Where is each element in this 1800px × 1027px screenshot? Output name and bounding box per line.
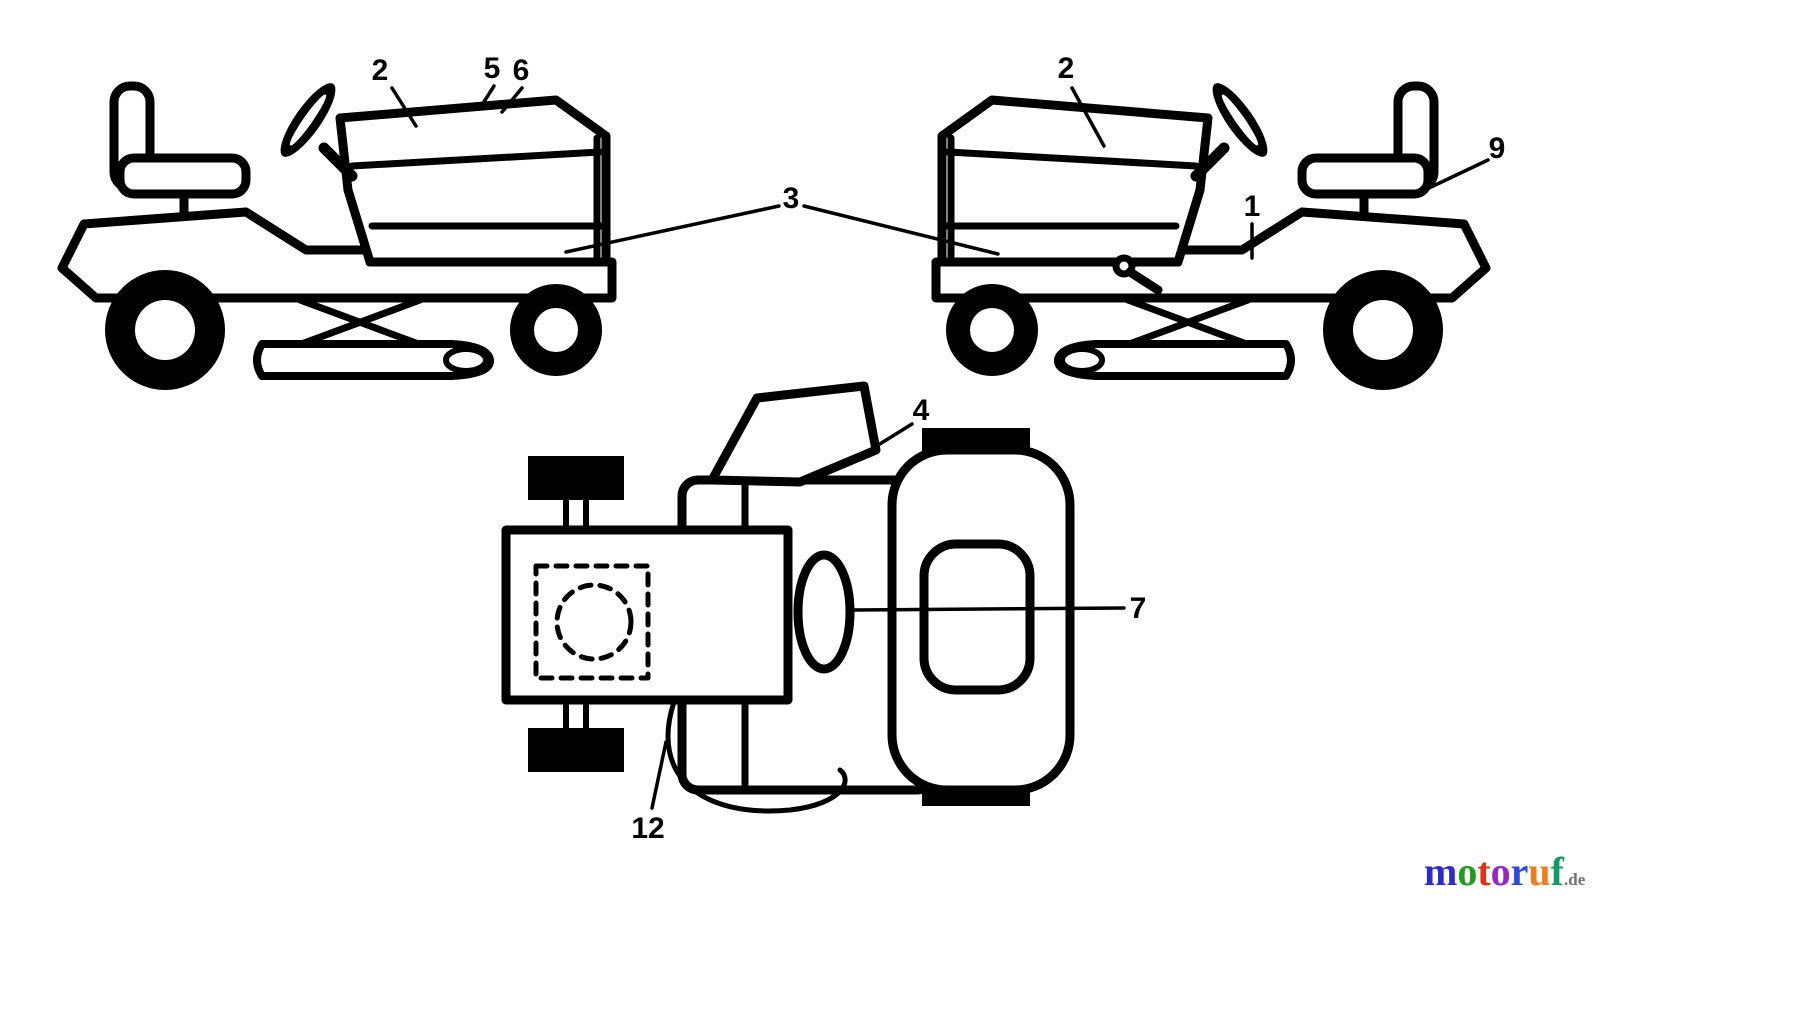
front-wheel-top (528, 456, 624, 500)
logo-letter: o (1490, 849, 1511, 894)
leader-7 (850, 606, 1126, 612)
tractor-right-side-view (936, 77, 1486, 390)
callout-9: 9 (1489, 132, 1506, 165)
leader-9 (1410, 158, 1490, 198)
ignition-key-shaft (1125, 267, 1163, 295)
leader-3-left (564, 204, 781, 254)
callout-4: 4 (913, 394, 930, 427)
tractor-top-view (501, 381, 1075, 814)
leader-5 (478, 84, 496, 110)
logo-letter: o (1457, 849, 1478, 894)
leader-4 (852, 422, 914, 462)
logo-letter: u (1528, 849, 1551, 894)
engine-pulley-dashed (554, 582, 634, 662)
logo-letter: f (1550, 849, 1564, 894)
callout-12: 12 (631, 812, 664, 845)
callout-7: 7 (1130, 592, 1147, 625)
callout-1: 1 (1244, 190, 1261, 223)
leader-3-right (802, 204, 1000, 256)
logo-letter: r (1510, 849, 1529, 894)
leader-2-right (1070, 86, 1106, 148)
front-wheel-bottom (528, 728, 624, 772)
motoruf-logo: motoruf.de (1424, 852, 1585, 892)
callout-6: 6 (513, 54, 530, 87)
engine-outline-dashed (533, 563, 651, 681)
seat-top-view (919, 539, 1035, 695)
steering-console-top-view (707, 381, 881, 487)
callout-2-right: 2 (1058, 52, 1075, 85)
tractor-left-side-view (62, 77, 612, 390)
cable-loop (665, 699, 848, 814)
logo-letter: t (1477, 849, 1491, 894)
tractor-right-details (1112, 254, 1163, 295)
callout-3: 3 (783, 182, 800, 215)
leader-12 (650, 740, 668, 810)
leader-2-left (390, 86, 418, 128)
callout-2-left: 2 (372, 54, 389, 87)
logo-letter: m (1424, 849, 1458, 894)
steering-oval (793, 550, 855, 674)
leader-lines (390, 84, 1490, 810)
leader-6 (500, 86, 524, 114)
callout-5: 5 (484, 52, 501, 85)
callout-labels: 2 5 6 3 2 9 1 4 7 12 (372, 52, 1506, 845)
logo-suffix: .de (1564, 870, 1586, 889)
